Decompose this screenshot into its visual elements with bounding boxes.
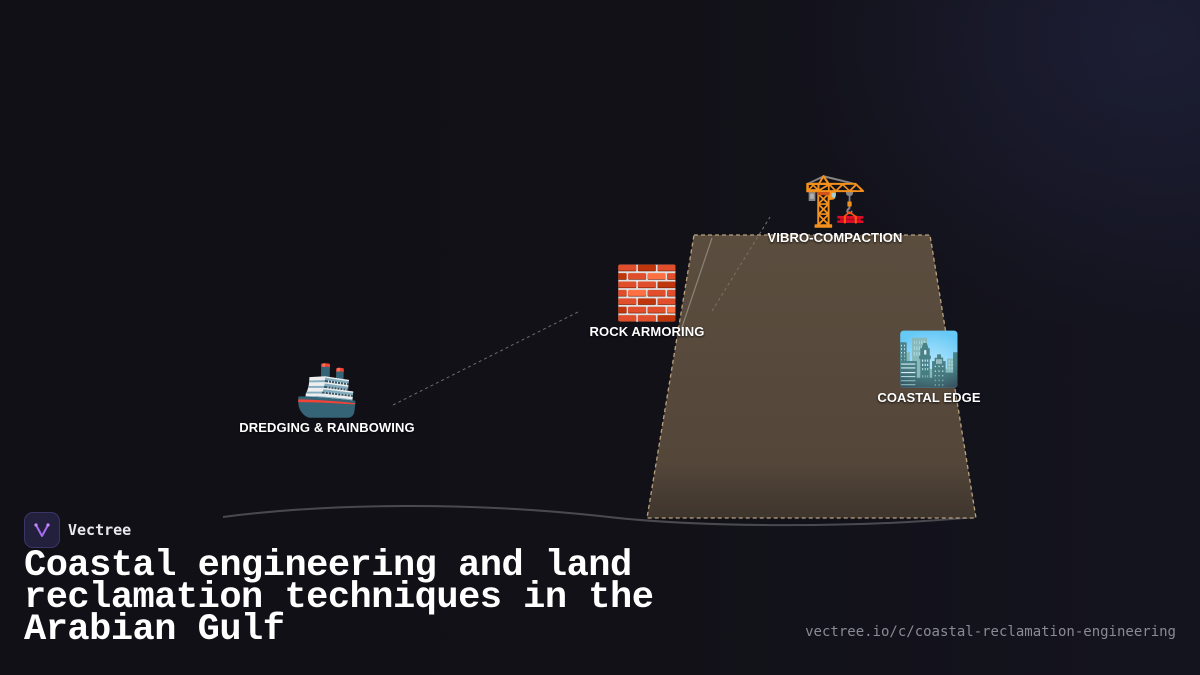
node-dredging-label: DREDGING & RAINBOWING	[239, 420, 415, 435]
node-armoring-label: ROCK ARMORING	[589, 324, 705, 339]
node-armoring: 🧱 ROCK ARMORING	[590, 266, 705, 339]
node-compaction: 🏗️ VIBRO-COMPACTION	[768, 172, 903, 245]
source-url[interactable]: vectree.io/c/coastal-reclamation-enginee…	[805, 624, 1176, 640]
connector-armoring-landmass	[680, 237, 713, 331]
vectree-logo-icon	[24, 512, 60, 548]
brand-name: Vectree	[68, 521, 132, 539]
ship-icon: 🚢	[294, 361, 360, 419]
node-coastal-edge-label: COASTAL EDGE	[877, 390, 981, 405]
construction-crane-icon: 🏗️	[802, 171, 868, 229]
connector-armoring-compaction	[711, 216, 771, 312]
cityscape-icon: 🏙️	[896, 331, 962, 389]
seabed-curve	[222, 505, 976, 527]
node-compaction-label: VIBRO-COMPACTION	[767, 230, 903, 245]
brand[interactable]: Vectree	[24, 512, 131, 548]
node-dredging: 🚢 DREDGING & RAINBOWING	[239, 362, 414, 435]
node-coastal-edge: 🏙️ COASTAL EDGE	[877, 332, 980, 405]
page-title: Coastal engineering and land reclamation…	[24, 545, 654, 651]
brick-wall-icon: 🧱	[614, 265, 680, 323]
reclaimed-landmass	[646, 234, 977, 519]
connector-dredging-armoring	[392, 311, 579, 406]
